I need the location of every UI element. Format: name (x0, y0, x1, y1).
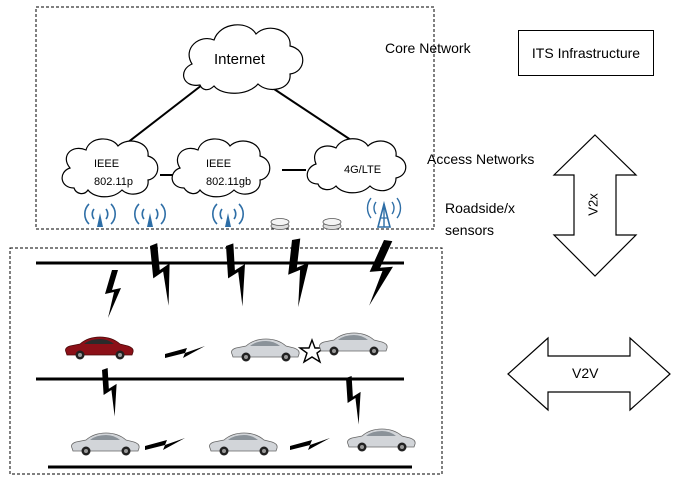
v2v-link-bolt (165, 346, 205, 358)
link-internet-ieee-p (117, 84, 203, 151)
silver-car (71, 432, 140, 456)
v2i-link-bolt (105, 270, 121, 318)
v2i-link-bolt (95, 366, 127, 418)
wifi-antenna-icon (211, 203, 245, 228)
internet-cloud (183, 24, 304, 94)
v2i-link-bolt (141, 241, 185, 308)
roadside-sensors-label: sensors (445, 222, 495, 238)
link-internet-lte (267, 84, 361, 147)
v2v-label: V2V (572, 365, 599, 381)
silver-car (319, 332, 388, 356)
v2i-link-bolt (339, 374, 371, 426)
lte-cloud (306, 138, 407, 194)
v2v-link-bolt (290, 438, 330, 450)
collision-star-icon (297, 338, 327, 364)
its-infrastructure-label: ITS Infrastructure (531, 45, 641, 61)
roadside-sensor-icon (270, 218, 290, 230)
v2v-link-bolt (145, 438, 185, 450)
ieee-p-cloud (61, 138, 159, 198)
road-region (9, 247, 443, 475)
access-networks-label: Access Networks (427, 151, 535, 167)
wifi-antenna-icon (83, 203, 117, 228)
v2i-link-bolt (364, 238, 397, 309)
ieee-gb-cloud (171, 138, 271, 198)
v2x-label: V2x (585, 193, 601, 216)
ieee-p-label: IEEE (94, 158, 120, 170)
lte-label: 4G/LTE (344, 164, 382, 176)
v2x-arrow (552, 134, 638, 277)
silver-car (209, 432, 278, 456)
internet-label: Internet (214, 51, 265, 68)
roadside-sensors-label: Roadside/x (445, 200, 516, 216)
silver-car (347, 428, 416, 452)
ieee-gb-label: IEEE (206, 158, 232, 170)
roadside-sensor-icon (322, 218, 342, 230)
cell-tower-icon (366, 197, 402, 228)
ieee-p-label: 802.11p (94, 176, 133, 188)
silver-car (231, 338, 300, 362)
v2i-link-bolt (217, 241, 259, 308)
core-network-label: Core Network (385, 40, 471, 56)
wifi-antenna-icon (133, 203, 167, 228)
its-infrastructure-box: ITS Infrastructure (518, 30, 654, 76)
ieee-gb-label: 802.11gb (206, 176, 252, 188)
v2v-arrow (507, 336, 671, 412)
red-car (65, 336, 134, 360)
